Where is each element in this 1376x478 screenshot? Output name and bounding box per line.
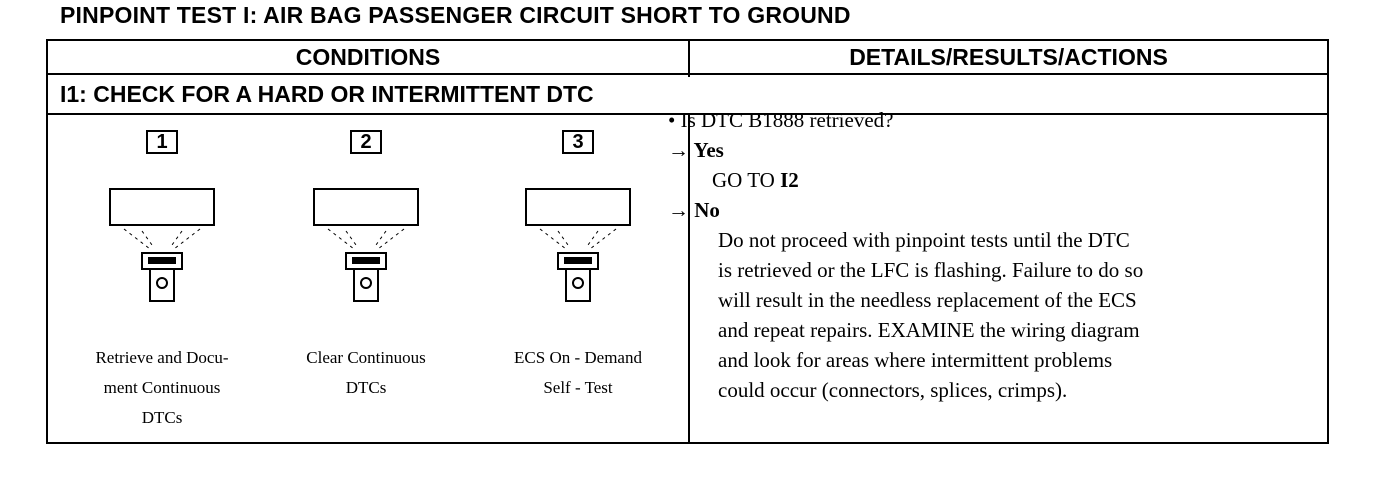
scan-tool-icon <box>313 188 419 302</box>
body-divider <box>688 113 690 442</box>
condition-step-3: 3 ECS On - Demand Self - Test <box>478 121 678 441</box>
no-action: Do not proceed with pinpoint tests until… <box>718 228 1144 402</box>
step-number: 3 <box>562 130 594 154</box>
condition-step-2: 2 Clear Continuous DTCs <box>266 121 466 441</box>
conditions-header: CONDITIONS <box>295 44 441 70</box>
header-rule <box>48 73 1327 75</box>
step-title: I1: CHECK FOR A HARD OR INTERMITTENT DTC <box>60 81 594 107</box>
header-divider <box>688 41 690 77</box>
no-label: No <box>694 198 720 222</box>
page-title: PINPOINT TEST I: AIR BAG PASSENGER CIRCU… <box>60 2 851 28</box>
question-text: • Is DTC B1888 retrieved? <box>668 108 894 132</box>
arrow-icon: → <box>668 198 689 222</box>
scan-tool-icon <box>109 188 215 302</box>
step-caption: Clear Continuous DTCs <box>306 348 426 397</box>
scan-tool-icon <box>525 188 631 302</box>
step-caption: ECS On - Demand Self - Test <box>514 348 642 397</box>
yes-label: Yes <box>693 138 724 162</box>
step-number: 1 <box>146 130 178 154</box>
condition-step-1: 1 Retrieve and Docu- ment Continuous DTC… <box>62 121 262 441</box>
step-title-rule <box>48 113 1327 115</box>
details-actions: • Is DTC B1888 retrieved? → Yes GO TO I2… <box>668 105 1318 405</box>
details-header: DETAILS/RESULTS/ACTIONS <box>849 44 1168 70</box>
yes-action: GO TO I2 <box>712 168 799 192</box>
pinpoint-test-table: CONDITIONS DETAILS/RESULTS/ACTIONS I1: C… <box>46 39 1329 444</box>
yes-result: → Yes <box>668 135 1318 165</box>
arrow-icon: → <box>668 138 689 162</box>
step-caption: Retrieve and Docu- ment Continuous DTCs <box>95 348 229 427</box>
goto-step-link: I2 <box>780 168 799 192</box>
step-number: 2 <box>350 130 382 154</box>
no-result: → No <box>668 195 1318 225</box>
